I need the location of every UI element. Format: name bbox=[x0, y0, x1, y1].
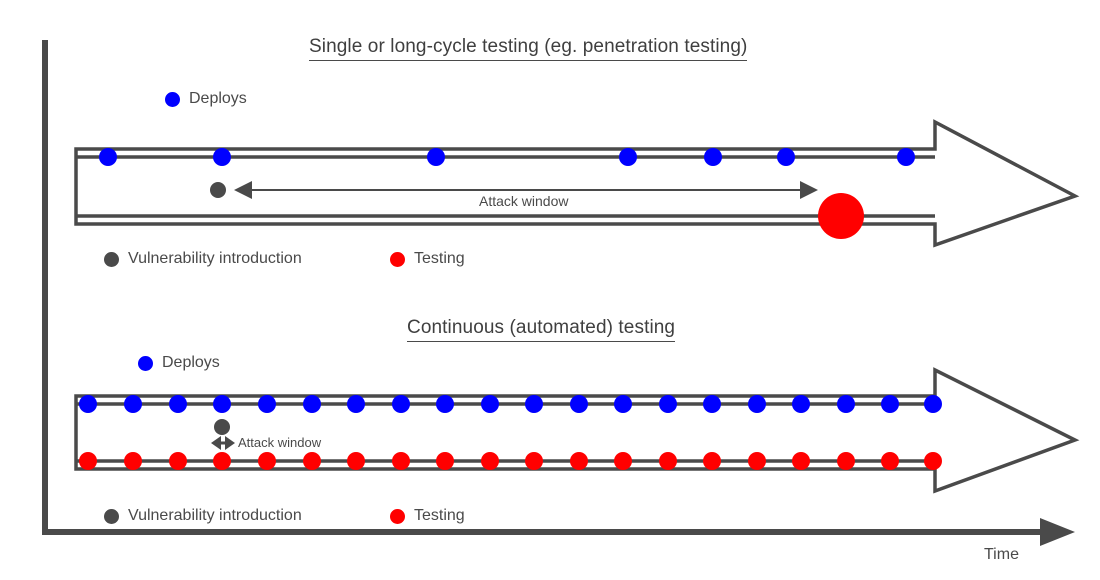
deploy-dot bbox=[777, 148, 795, 166]
testing-dot bbox=[881, 452, 899, 470]
single-cycle-vulnerability-legend: Vulnerability introduction bbox=[104, 250, 302, 268]
single-cycle-vulnerability-dot bbox=[210, 182, 226, 198]
deploy-dot bbox=[79, 395, 97, 413]
deploy-dot bbox=[213, 395, 231, 413]
single-cycle-timeline-arrow bbox=[74, 119, 1080, 248]
single-cycle-section-title: Single or long-cycle testing (eg. penetr… bbox=[309, 36, 748, 61]
testing-dot bbox=[703, 452, 721, 470]
testing-dot bbox=[659, 452, 677, 470]
testing-legend-label: Testing bbox=[414, 507, 465, 524]
single-cycle-deploys-legend: Deploys bbox=[165, 90, 247, 108]
deploys-legend-label: Deploys bbox=[189, 90, 247, 107]
deploy-dot bbox=[748, 395, 766, 413]
deploy-dot bbox=[619, 148, 637, 166]
continuous-testing-dots bbox=[79, 452, 942, 470]
testing-legend-label: Testing bbox=[414, 250, 465, 267]
single-cycle-attack-window-arrow bbox=[234, 181, 818, 199]
vulnerability-legend-label: Vulnerability introduction bbox=[128, 250, 302, 267]
deploy-dot bbox=[837, 395, 855, 413]
deploy-dot-icon bbox=[138, 355, 153, 371]
testing-dot bbox=[436, 452, 454, 470]
deploy-dot bbox=[792, 395, 810, 413]
deploy-dot-icon bbox=[165, 91, 180, 107]
testing-dot bbox=[303, 452, 321, 470]
time-axis-arrowhead bbox=[1040, 518, 1075, 546]
testing-dot-icon bbox=[390, 508, 405, 524]
deploy-dot bbox=[303, 395, 321, 413]
testing-dot bbox=[924, 452, 942, 470]
testing-dot bbox=[525, 452, 543, 470]
deploy-dot bbox=[703, 395, 721, 413]
single-cycle-testing-dot bbox=[818, 193, 864, 239]
deploy-dot bbox=[124, 395, 142, 413]
testing-dot bbox=[392, 452, 410, 470]
deploy-dot bbox=[881, 395, 899, 413]
deploy-dot bbox=[213, 148, 231, 166]
single-cycle-attack-window-label: Attack window bbox=[479, 193, 569, 209]
deploy-dot bbox=[347, 395, 365, 413]
testing-dot-icon bbox=[390, 251, 405, 267]
deploy-dot bbox=[525, 395, 543, 413]
vulnerability-dot-icon bbox=[104, 251, 119, 267]
time-axis-label: Time bbox=[984, 546, 1019, 563]
single-cycle-testing-legend: Testing bbox=[390, 250, 465, 268]
testing-dot bbox=[347, 452, 365, 470]
deploy-dot bbox=[897, 148, 915, 166]
continuous-deploy-dots bbox=[79, 395, 942, 413]
testing-dot bbox=[792, 452, 810, 470]
deploy-dot bbox=[481, 395, 499, 413]
deploy-dot bbox=[392, 395, 410, 413]
continuous-attack-window-label: Attack window bbox=[238, 435, 322, 450]
testing-dot bbox=[258, 452, 276, 470]
deploy-dot bbox=[169, 395, 187, 413]
vulnerability-dot-icon bbox=[104, 508, 119, 524]
deploy-dot bbox=[704, 148, 722, 166]
axes-group bbox=[42, 40, 1075, 546]
continuous-section-title: Continuous (automated) testing bbox=[407, 317, 676, 342]
continuous-vulnerability-dot bbox=[214, 419, 230, 435]
testing-dot bbox=[79, 452, 97, 470]
testing-dot bbox=[614, 452, 632, 470]
testing-dot bbox=[748, 452, 766, 470]
vulnerability-legend-label: Vulnerability introduction bbox=[128, 507, 302, 524]
continuous-testing-legend: Testing bbox=[390, 507, 465, 525]
deploy-dot bbox=[614, 395, 632, 413]
deploy-dot bbox=[436, 395, 454, 413]
deploy-dot bbox=[924, 395, 942, 413]
deploy-dot bbox=[258, 395, 276, 413]
testing-dot bbox=[169, 452, 187, 470]
testing-dot bbox=[124, 452, 142, 470]
continuous-attack-window-arrow bbox=[211, 436, 235, 450]
testing-dot bbox=[837, 452, 855, 470]
continuous-vulnerability-legend: Vulnerability introduction bbox=[104, 507, 302, 525]
deploy-dot bbox=[659, 395, 677, 413]
testing-dot bbox=[570, 452, 588, 470]
deploy-dot bbox=[99, 148, 117, 166]
single-cycle-deploy-dots bbox=[99, 148, 915, 166]
continuous-deploys-legend: Deploys bbox=[138, 354, 220, 372]
deploy-dot bbox=[570, 395, 588, 413]
deploys-legend-label: Deploys bbox=[162, 354, 220, 371]
testing-dot bbox=[481, 452, 499, 470]
deploy-dot bbox=[427, 148, 445, 166]
testing-dot bbox=[213, 452, 231, 470]
